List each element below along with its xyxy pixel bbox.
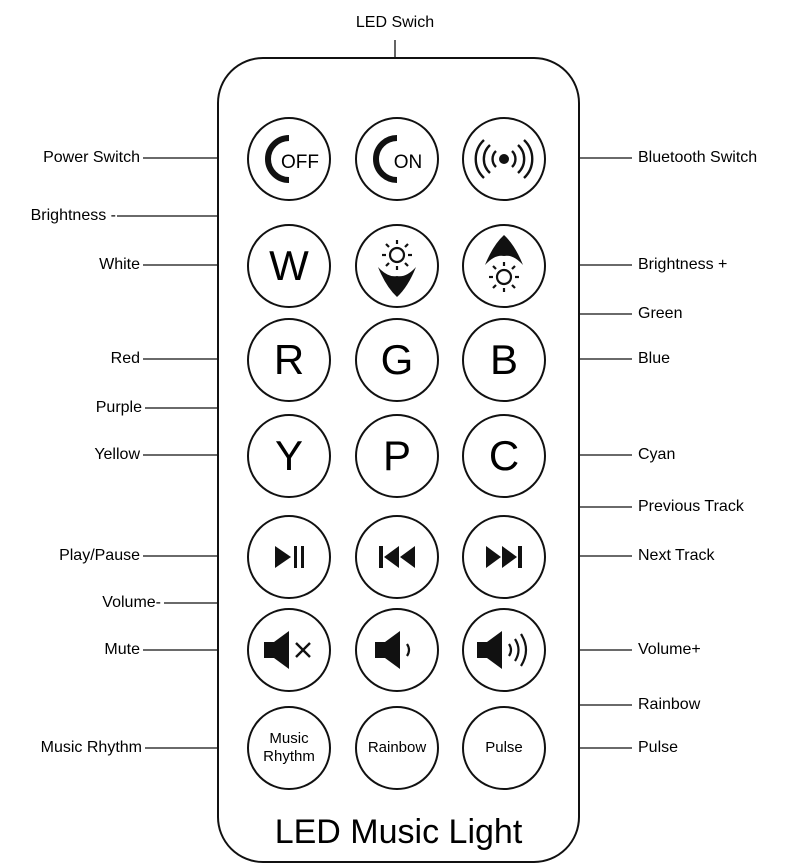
- white-button[interactable]: W: [247, 224, 331, 308]
- brightness-down-icon: [378, 240, 416, 297]
- callout-yellow: Yellow: [94, 446, 140, 463]
- mute-icon: [264, 631, 311, 669]
- callout-cyan: Cyan: [638, 446, 676, 463]
- green-button-label: G: [380, 336, 414, 383]
- cyan-button-label: C: [488, 432, 520, 479]
- white-button-label: W: [269, 242, 309, 289]
- yellow-button[interactable]: Y: [247, 414, 331, 498]
- brightness-up-icon: [485, 235, 523, 292]
- previous-track-button[interactable]: [355, 515, 439, 599]
- play-pause-icon: [275, 546, 304, 568]
- play-pause-button[interactable]: [247, 515, 331, 599]
- brightness-up-button[interactable]: [462, 224, 546, 308]
- yellow-button-label: Y: [274, 432, 303, 479]
- callout-white: White: [99, 256, 140, 273]
- rainbow-button-label: Rainbow: [367, 739, 427, 756]
- power-on-label: ON: [394, 152, 423, 173]
- mute-button[interactable]: [247, 608, 331, 692]
- callout-blue: Blue: [638, 350, 671, 367]
- volume-up-icon: [477, 631, 528, 669]
- remote-title: LED Music Light: [274, 813, 523, 851]
- brightness-down-button[interactable]: [355, 224, 439, 308]
- callout-mute: Mute: [104, 641, 140, 658]
- cyan-button[interactable]: C: [462, 414, 546, 498]
- callout-brightness-plus: Brightness +: [638, 256, 728, 273]
- music-rhythm-button[interactable]: Music Rhythm: [247, 706, 331, 790]
- bluetooth-signal-icon: [474, 139, 534, 179]
- volume-down-icon: [375, 631, 411, 669]
- callout-volume-plus: Volume+: [638, 641, 701, 658]
- power-off-label: OFF: [281, 152, 319, 173]
- rainbow-button[interactable]: Rainbow: [355, 706, 439, 790]
- purple-button-label: P: [382, 432, 411, 479]
- blue-button-label: B: [489, 336, 518, 383]
- callout-power-switch: Power Switch: [43, 149, 140, 166]
- callout-led-switch: LED Swich: [355, 14, 435, 31]
- callout-pulse: Pulse: [638, 739, 679, 756]
- callout-bluetooth-switch: Bluetooth Switch: [638, 149, 758, 166]
- callout-play-pause: Play/Pause: [59, 547, 140, 564]
- purple-button[interactable]: P: [355, 414, 439, 498]
- callout-red: Red: [110, 350, 140, 367]
- power-on-icon: ON: [373, 135, 423, 183]
- blue-button[interactable]: B: [462, 318, 546, 402]
- callout-rainbow: Rainbow: [638, 696, 701, 713]
- next-track-icon: [486, 546, 522, 568]
- green-button[interactable]: G: [355, 318, 439, 402]
- callout-green: Green: [638, 305, 683, 322]
- red-button-label: R: [273, 336, 305, 383]
- previous-track-icon: [379, 546, 415, 568]
- volume-up-button[interactable]: [462, 608, 546, 692]
- callout-purple: Purple: [95, 399, 142, 416]
- callout-brightness-minus: Brightness -: [30, 207, 116, 224]
- callout-previous-track: Previous Track: [638, 498, 744, 515]
- power-off-icon: OFF: [265, 135, 319, 183]
- pulse-button-label: Pulse: [485, 739, 523, 756]
- red-button[interactable]: R: [247, 318, 331, 402]
- callout-music-rhythm: Music Rhythm: [40, 739, 142, 756]
- bluetooth-button[interactable]: [462, 117, 546, 201]
- power-on-button[interactable]: ON: [355, 117, 439, 201]
- callout-next-track: Next Track: [638, 547, 715, 564]
- power-off-button[interactable]: OFF: [247, 117, 331, 201]
- next-track-button[interactable]: [462, 515, 546, 599]
- callout-volume-minus: Volume-: [102, 594, 161, 611]
- music-rhythm-button-label: Music Rhythm: [263, 730, 315, 765]
- pulse-button[interactable]: Pulse: [462, 706, 546, 790]
- volume-down-button[interactable]: [355, 608, 439, 692]
